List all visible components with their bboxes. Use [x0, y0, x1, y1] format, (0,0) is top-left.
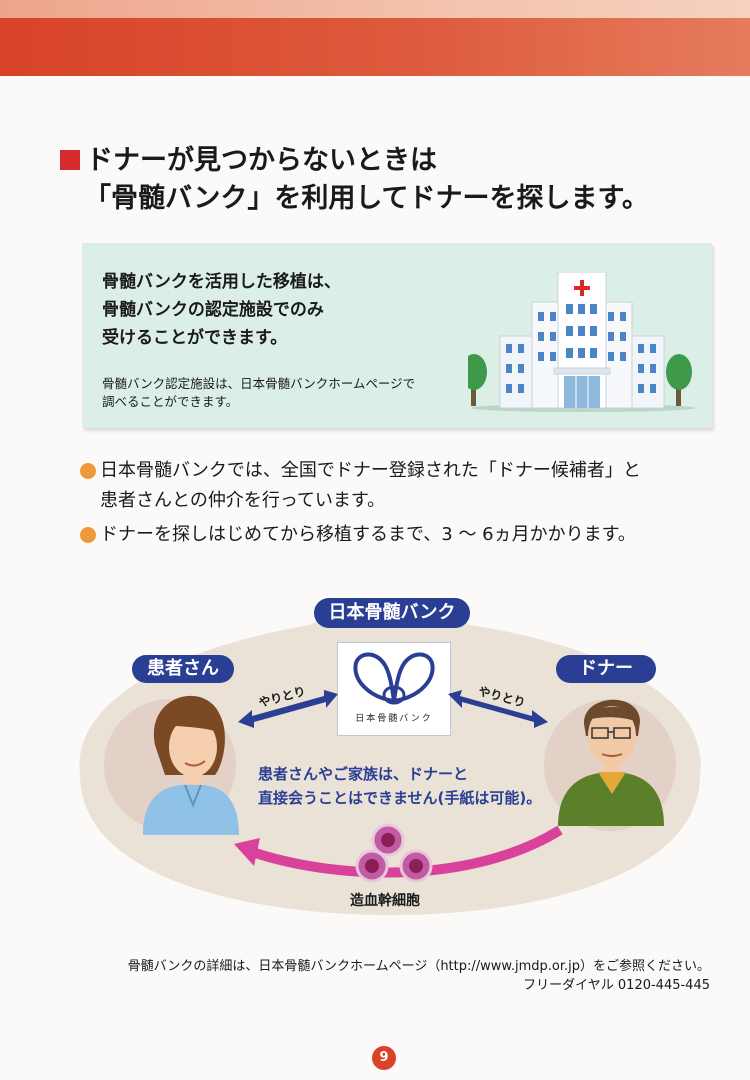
info-sub-line: 骨髄バンク認定施設は、日本骨髄バンクホームページで	[102, 376, 416, 391]
red-square-icon	[60, 150, 80, 170]
cells-label: 造血幹細胞	[350, 893, 420, 909]
orange-bullet-icon	[80, 463, 96, 479]
bullet-item: ドナーを探しはじめてから移植するまで、3 ～ 6ヵ月かかります。	[80, 520, 641, 550]
double-arrow-icon	[448, 690, 548, 728]
patient-label: 患者さん	[132, 655, 234, 683]
donor-label: ドナー	[556, 655, 656, 683]
top-banner	[0, 0, 750, 78]
page-number: 9	[372, 1046, 396, 1070]
bullet-line: 患者さんとの仲介を行っています。	[100, 490, 386, 511]
jmdp-label: 日本骨髄バンク	[314, 598, 470, 628]
footer-info: 骨髄バンクの詳細は、日本骨髄バンクホームページ（http://www.jmdp.…	[128, 957, 710, 995]
info-main-text: 骨髄バンクを活用した移植は、 骨髄バンクの認定施設でのみ 受けることができます。	[102, 268, 341, 352]
heading-line-1: ドナーが見つからないときは	[86, 145, 437, 176]
note-line: 患者さんやご家族は、ドナーと	[258, 765, 469, 783]
footer-line-1: 骨髄バンクの詳細は、日本骨髄バンクホームページ（http://www.jmdp.…	[127, 959, 710, 974]
bullet-line: 日本骨髄バンクでは、全国でドナー登録された「ドナー候補者」と	[100, 460, 641, 481]
bullet-line: ドナーを探しはじめてから移植するまで、3 ～ 6ヵ月かかります。	[100, 524, 636, 545]
top-banner-dark	[0, 18, 750, 76]
info-main-line: 受けることができます。	[102, 328, 288, 348]
info-main-line: 骨髄バンクを活用した移植は、	[102, 272, 341, 292]
contact-note: 患者さんやご家族は、ドナーと 直接会うことはできません(手紙は可能)。	[258, 762, 541, 810]
bullet-list: 日本骨髄バンクでは、全国でドナー登録された「ドナー候補者」と 患者さんとの仲介を…	[80, 456, 641, 550]
blood-cells-icon	[355, 823, 433, 883]
hospital-icon	[468, 272, 695, 412]
patient-illustration	[143, 695, 239, 835]
info-sub-line: 調べることができます。	[102, 394, 239, 409]
info-main-line: 骨髄バンクの認定施設でのみ	[102, 300, 324, 320]
orange-bullet-icon	[80, 527, 96, 543]
info-sub-text: 骨髄バンク認定施設は、日本骨髄バンクホームページで 調べることができます。	[102, 375, 415, 411]
top-banner-light	[0, 0, 750, 18]
jmdp-logo: 日本骨髄バンク	[337, 642, 451, 736]
note-line: 直接会うことはできません(手紙は可能)。	[258, 789, 542, 807]
double-arrow-icon	[238, 690, 338, 728]
jmdp-logo-mark	[353, 652, 435, 705]
heading-line-2: 「骨髄バンク」を利用してドナーを探します。	[84, 183, 649, 214]
donor-illustration	[558, 699, 664, 826]
page-heading: ドナーが見つからないときは 「骨髄バンク」を利用してドナーを探します。	[60, 142, 649, 218]
footer-line-2: フリーダイヤル 0120-445-445	[523, 978, 710, 993]
bullet-item: 日本骨髄バンクでは、全国でドナー登録された「ドナー候補者」と	[80, 456, 641, 486]
jmdp-logo-text: 日本骨髄バンク	[355, 714, 433, 724]
